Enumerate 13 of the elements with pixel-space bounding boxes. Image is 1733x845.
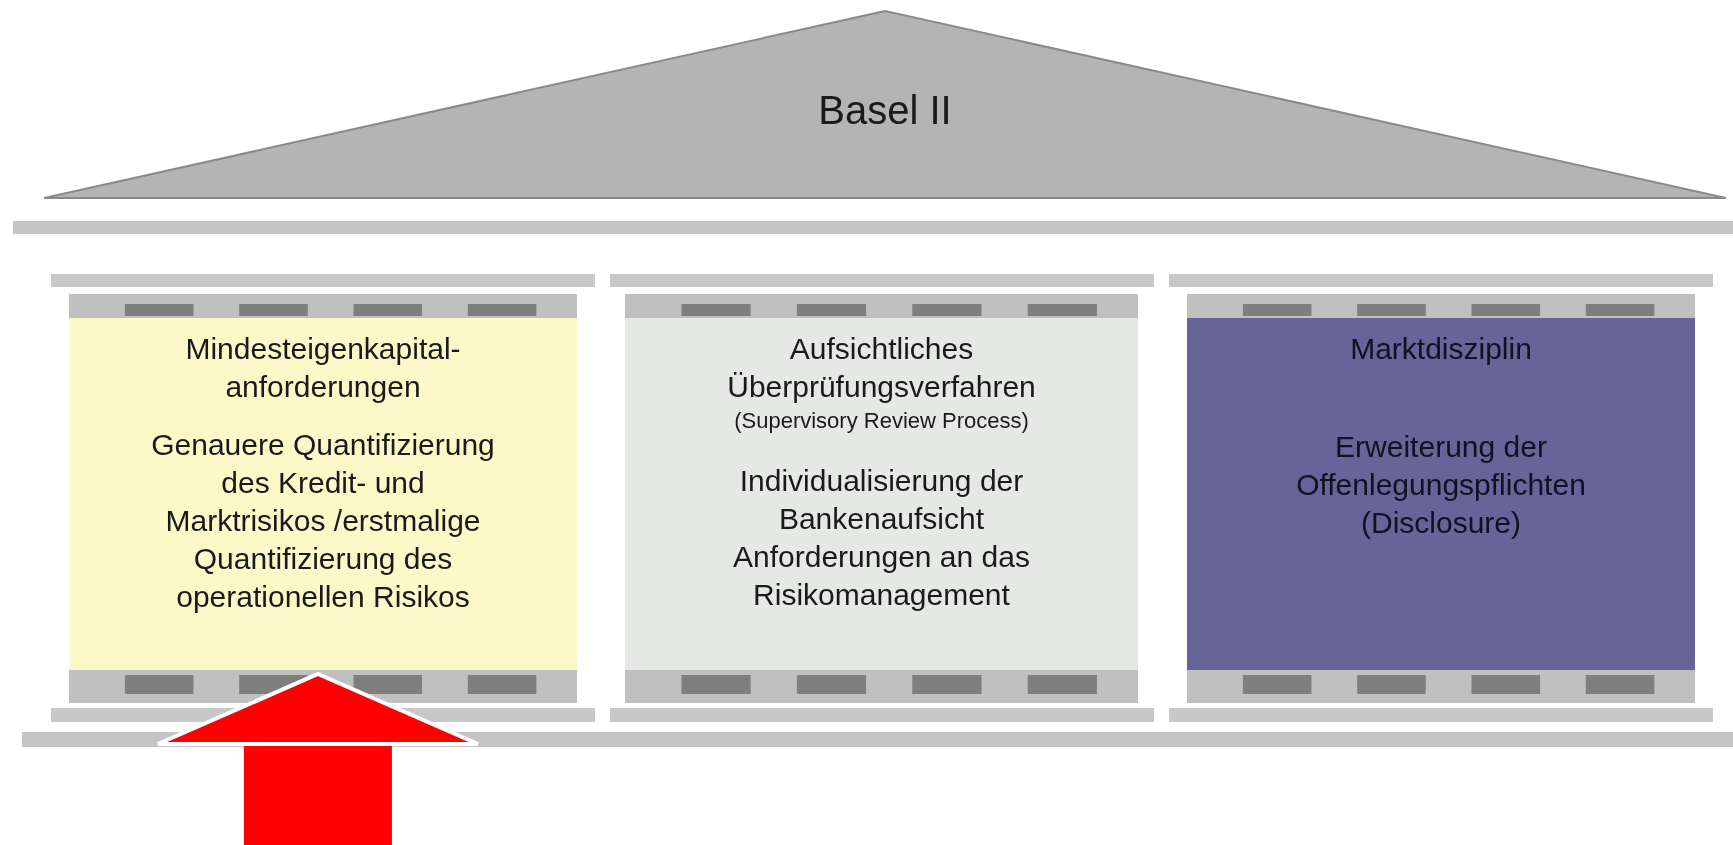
pillar-panel xyxy=(1187,318,1695,670)
pillar-heading: Marktdisziplin xyxy=(1350,331,1532,367)
roof-triangle xyxy=(44,10,1726,200)
pillar-panel xyxy=(625,318,1138,670)
block-arrow xyxy=(155,672,480,845)
pillar-subtitle: (Supervisory Review Process) xyxy=(734,407,1029,435)
pillar-panel xyxy=(69,318,577,670)
pillar-text: Erweiterung der Offenlegungspflichten (Disclosure) xyxy=(1295,429,1587,541)
pillar-heading: Mindesteigenkapital- anforderungen xyxy=(184,331,462,405)
pillar-text: Individualisierung der Bankenaufsicht Anforderungen an das Risikomanagement xyxy=(732,463,1031,613)
pillar-text: Genauere Quantifizierung des Kredit- und Marktrisikos /erstmalige Quantifizierung des operationellen Risikos xyxy=(150,427,496,615)
title-text: Basel II xyxy=(818,88,952,133)
pillar-heading: Aufsichtliches Überprüfungsverfahren xyxy=(726,331,1037,405)
